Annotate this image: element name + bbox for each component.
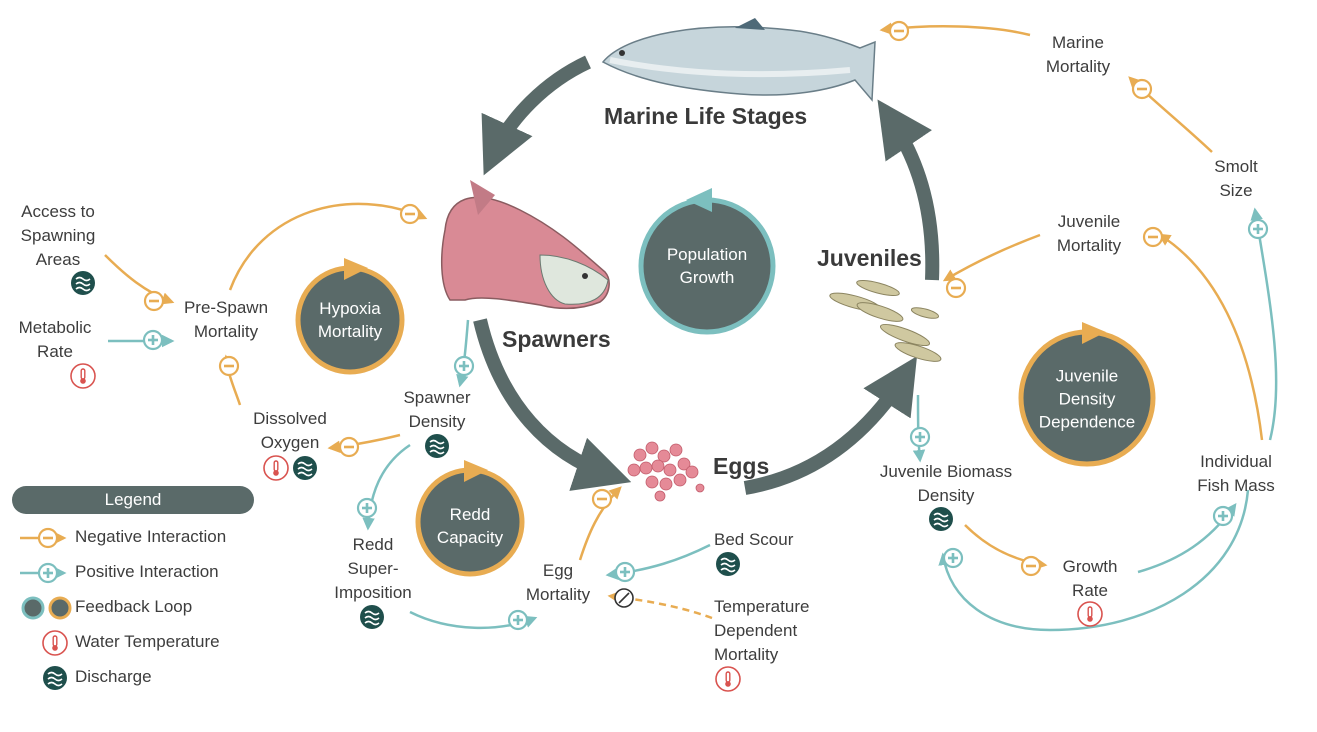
spawner-salmon-illustration [440, 180, 610, 310]
marine-salmon-illustration [601, 18, 876, 102]
loop-label-hypoxia-mortality: Hypoxia Mortality [317, 299, 383, 341]
label-growth-rate: Growth Rate [1062, 557, 1118, 600]
eggs-illustration [627, 441, 705, 502]
label-smolt-size: Smolt Size [1214, 157, 1258, 200]
label-egg-mortality: Egg Mortality [525, 561, 591, 604]
stage-eggs: Eggs [713, 453, 770, 479]
stage-juveniles: Juveniles [817, 245, 922, 271]
label-pre-spawn-mortality: Pre-Spawn Mortality [183, 298, 269, 341]
label-marine-mortality: Marine Mortality [1045, 33, 1111, 76]
label-juvenile-mortality: Juvenile Mortality [1056, 212, 1122, 255]
loop-hypoxia-mortality [295, 258, 405, 375]
label-spawner-density: Spawner Density [403, 388, 471, 431]
juveniles-illustration [829, 280, 942, 362]
loop-label-juvenile-density-dependence: Juvenile Density Dependence [1038, 366, 1136, 432]
label-individual-fish-mass: Individual Fish Mass [1197, 452, 1275, 495]
stage-marine-life-stages: Marine Life Stages [604, 103, 808, 129]
legend-title: Legend [12, 486, 254, 514]
loop-label-redd-capacity: Redd Capacity [436, 505, 504, 547]
arrow-juveniles-to-marine [877, 99, 940, 281]
stage-spawners: Spawners [502, 326, 611, 352]
legend-feedback-loop: Feedback Loop [75, 597, 193, 616]
arrow-marine-to-spawners [481, 55, 592, 176]
loop-population-growth [638, 188, 776, 335]
arrow-spawners-to-eggs [473, 318, 632, 491]
temperature-dependent-symbol [614, 588, 634, 608]
label-redd-super-imposition: Redd Super- Imposition [334, 535, 412, 602]
arrow-eggs-to-juveniles [743, 356, 918, 495]
loop-redd-capacity [415, 460, 525, 577]
label-metabolic-rate: Metabolic Rate [18, 318, 92, 361]
label-juvenile-biomass-density: Juvenile Biomass Density [879, 462, 1013, 505]
loop-juvenile-density-dependence [1018, 322, 1156, 467]
legend-symbols [20, 527, 72, 691]
label-temperature-dependent-mortality: Temperature Dependent Mortality [714, 597, 810, 664]
loop-label-population-growth: Population Growth [666, 245, 748, 287]
legend-discharge: Discharge [75, 667, 152, 686]
label-access-to-spawning-areas: Access to Spawning Areas [20, 202, 96, 269]
label-bed-scour: Bed Scour [714, 530, 794, 549]
legend-water-temperature: Water Temperature [75, 632, 220, 651]
legend-negative-interaction: Negative Interaction [75, 527, 227, 546]
legend-positive-interaction: Positive Interaction [75, 562, 219, 581]
label-dissolved-oxygen: Dissolved Oxygen [253, 409, 327, 452]
